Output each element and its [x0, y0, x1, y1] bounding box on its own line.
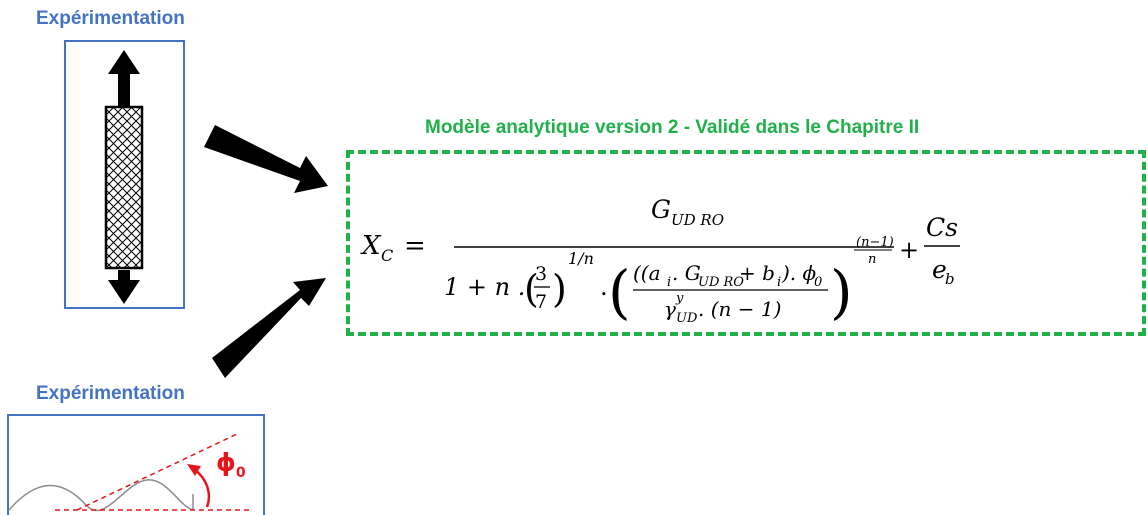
svg-text:3: 3 — [535, 263, 547, 285]
svg-text:.: . — [600, 273, 608, 301]
arrow-top-to-model-icon — [204, 125, 328, 193]
tensile-specimen-icon — [104, 50, 144, 304]
arc-arrowhead-icon — [187, 464, 201, 476]
svg-text:+ b: + b — [739, 261, 775, 285]
svg-text:0: 0 — [814, 275, 822, 290]
svg-text:): ) — [552, 267, 567, 311]
equals-sign: = — [404, 231, 426, 261]
svg-text:i: i — [667, 275, 671, 290]
num-sub: UD RO — [671, 211, 724, 229]
num-g: G — [651, 195, 671, 224]
svg-text:n: n — [868, 252, 876, 267]
exp-1n: 1/n — [568, 249, 594, 268]
svg-text:UD RO: UD RO — [698, 275, 744, 290]
phi0-label: ϕ0 — [216, 448, 246, 481]
cs-den: e — [932, 255, 947, 284]
big-paren-left: ( — [608, 258, 631, 326]
plus-sign: + — [899, 236, 919, 264]
svg-text:(n−1): (n−1) — [856, 235, 894, 250]
tangent-dashed — [76, 433, 238, 511]
down-arrow-icon — [108, 270, 140, 304]
tensile-test-panel — [64, 40, 185, 309]
svg-text:y: y — [675, 291, 684, 306]
wavy-fiber-line — [8, 479, 194, 512]
specimen-rect — [104, 105, 144, 270]
svg-text:i: i — [777, 275, 781, 290]
cs-den-sub: b — [945, 270, 955, 288]
svg-text:UD: UD — [676, 311, 698, 326]
den-start: 1 + n . — [444, 273, 525, 301]
model-title: Modèle analytique version 2 - Validé dan… — [425, 117, 920, 138]
arrow-bottom-to-model-icon — [212, 278, 326, 378]
analytical-model-box — [346, 150, 1146, 336]
lhs-sub: C — [381, 246, 393, 265]
bottom-experiment-title: Expérimentation — [36, 383, 185, 404]
analytical-formula: X C = G UD RO 1 + n . ( 3 7 ) 1/n . ( ((… — [360, 195, 960, 326]
cs-num: Cs — [926, 213, 958, 242]
angle-arc — [194, 469, 211, 508]
svg-text:. (n − 1): . (n − 1) — [698, 297, 781, 321]
big-paren-right: ) — [830, 258, 853, 326]
svg-text:7: 7 — [535, 291, 547, 313]
lhs-x: X — [360, 231, 382, 261]
top-experiment-title: Expérimentation — [36, 8, 185, 29]
svg-text:((a: ((a — [633, 261, 661, 285]
misalignment-angle-sketch — [8, 433, 252, 512]
svg-text:. G: . G — [672, 261, 701, 285]
svg-text:). ϕ: ). ϕ — [781, 261, 817, 285]
angle-measure-panel: ϕ0 — [7, 414, 265, 515]
up-arrow-icon — [108, 50, 140, 106]
svg-text:γ: γ — [664, 297, 676, 321]
svg-text:(: ( — [524, 267, 539, 311]
